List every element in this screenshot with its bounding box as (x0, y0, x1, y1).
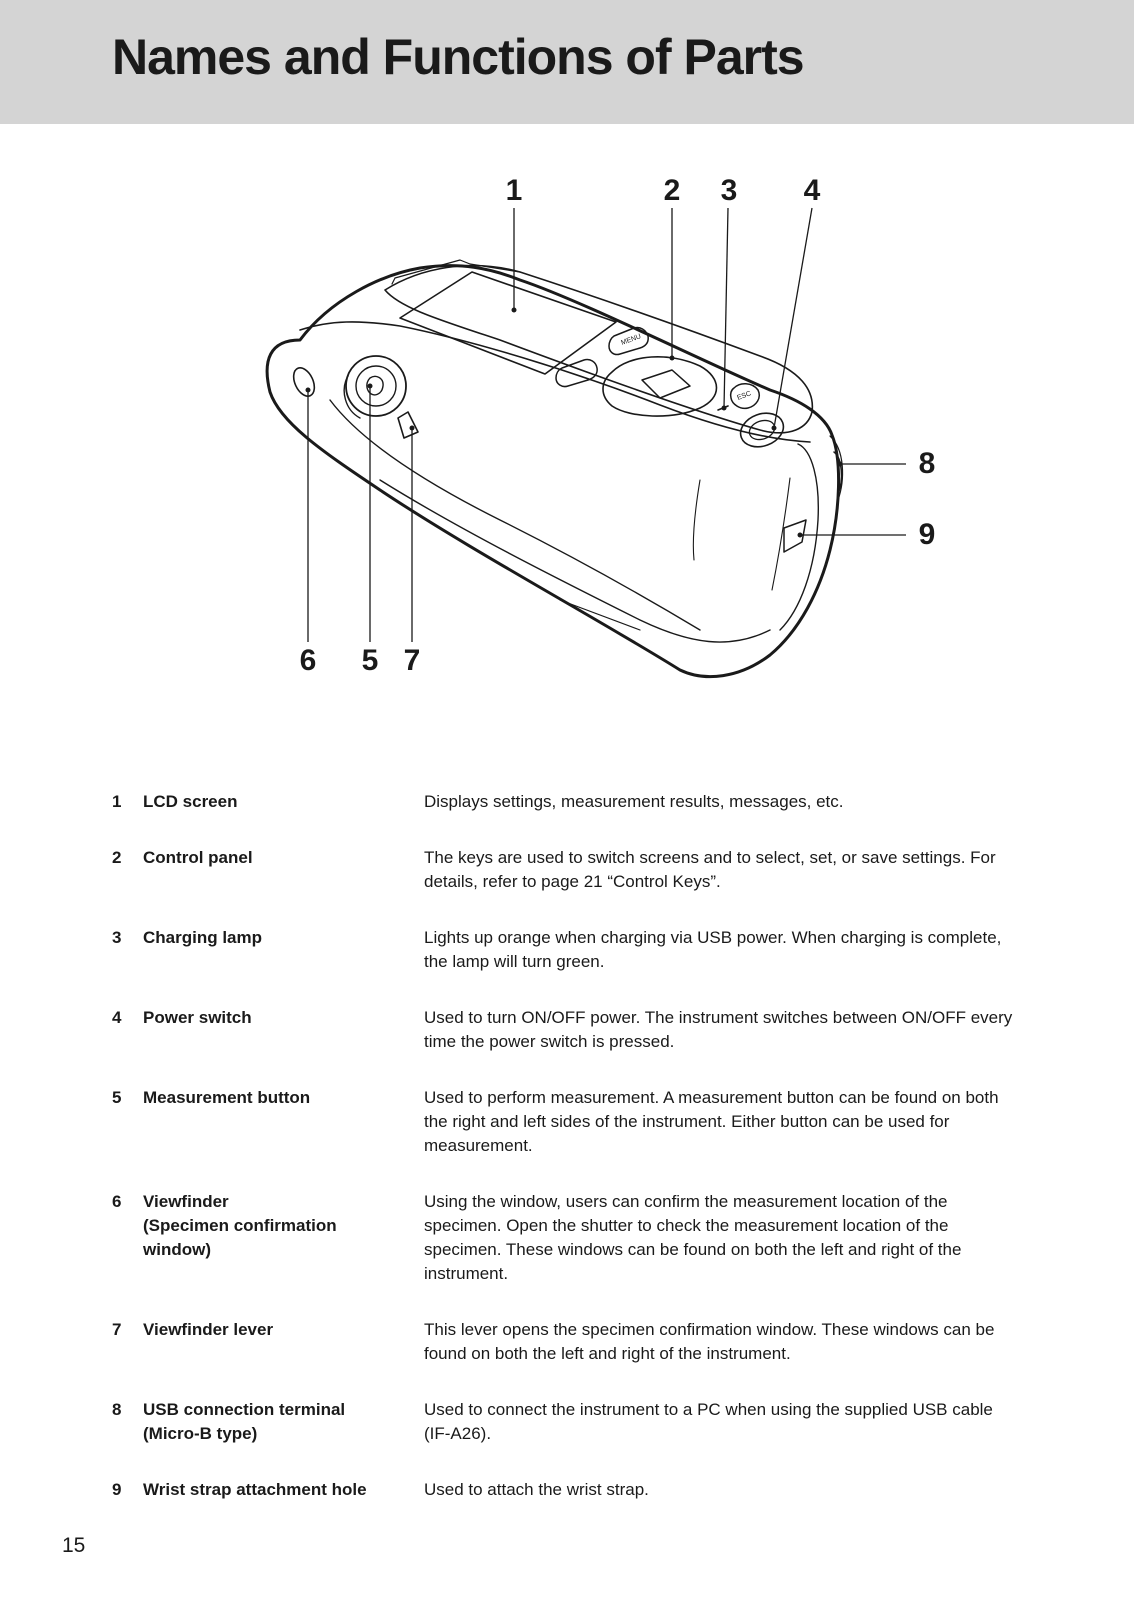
page-number: 15 (62, 1534, 86, 1557)
esc-key (729, 383, 760, 410)
part-number: 1 (112, 792, 122, 811)
part-description: Used to attach the wrist strap. (424, 1480, 649, 1499)
lower-band-2 (379, 479, 771, 643)
part-name: Viewfinder (Specimen confirmation window… (143, 1192, 337, 1259)
dpad-outer (602, 356, 718, 417)
callout-4: 4 (803, 174, 821, 207)
page-title: Names and Functions of Parts (112, 29, 805, 85)
base-line (559, 599, 641, 631)
body-crease-right (771, 477, 791, 591)
measurement-button-inner (355, 365, 397, 407)
part-number: 9 (112, 1480, 122, 1499)
instrument-diagram: MENU ESC 1 2 3 4 5 6 7 8 9 (0, 160, 1134, 720)
viewfinder-window (292, 367, 316, 397)
top-surface-edge (299, 321, 811, 443)
part-number: 3 (112, 928, 122, 947)
part-number: 5 (112, 1088, 122, 1107)
part-name: Wrist strap attachment hole (143, 1480, 367, 1499)
part-number: 2 (112, 848, 122, 867)
menu-key-label: MENU (620, 333, 642, 347)
callout-3: 3 (720, 174, 738, 207)
lcd-screen-shape (399, 271, 617, 375)
part-number: 4 (112, 1008, 122, 1027)
part-name: Measurement button (143, 1088, 311, 1107)
right-end-cap-edge (829, 435, 844, 501)
part-name: LCD screen (143, 792, 238, 811)
header-band: Names and Functions of Parts (0, 0, 1134, 124)
dpad-center (641, 369, 691, 399)
callout-2: 2 (663, 174, 681, 207)
callout-9: 9 (918, 518, 936, 551)
part-description: This lever opens the specimen confirmati… (424, 1320, 995, 1363)
part-description: Displays settings, measurement results, … (424, 792, 844, 811)
callout-1: 1 (505, 174, 523, 207)
menu-key (608, 326, 649, 356)
right-end-cap (779, 443, 820, 631)
part-description: Used to turn ON/OFF power. The instrumen… (424, 1008, 1013, 1051)
part-number: 8 (112, 1400, 122, 1419)
leader-line-4 (773, 207, 813, 429)
esc-key-label: ESC (736, 390, 752, 402)
measurement-button-outer (345, 355, 407, 417)
instrument-illustration: MENU ESC (265, 207, 906, 679)
instrument-body-outline (265, 264, 841, 679)
left-key (555, 358, 598, 388)
viewfinder-lever-shape (397, 411, 419, 439)
callout-5: 5 (361, 644, 379, 677)
measurement-button-ring (343, 375, 361, 419)
callout-8: 8 (918, 447, 936, 480)
part-name: USB connection terminal (Micro-B type) (143, 1400, 346, 1443)
part-description: Used to connect the instrument to a PC w… (424, 1400, 993, 1443)
part-name: Viewfinder lever (143, 1320, 274, 1339)
part-name: Control panel (143, 848, 253, 867)
part-number: 6 (112, 1192, 122, 1211)
part-name: Power switch (143, 1008, 252, 1027)
body-crease-left (692, 479, 701, 561)
usb-terminal-shape (833, 451, 843, 495)
lower-band (329, 399, 701, 631)
part-description: Lights up orange when charging via USB p… (424, 928, 1002, 971)
part-number: 7 (112, 1320, 122, 1339)
part-description: Using the window, users can confirm the … (424, 1192, 962, 1283)
callout-7: 7 (403, 644, 421, 677)
part-description: The keys are used to switch screens and … (424, 848, 996, 891)
callout-6: 6 (299, 644, 317, 677)
part-description: Used to perform measurement. A measureme… (424, 1088, 999, 1155)
power-switch-outer (739, 412, 785, 448)
measurement-button-symbol (366, 375, 384, 396)
leader-line-3 (723, 207, 729, 409)
wrist-strap-hole-shape (783, 519, 807, 553)
part-name: Charging lamp (143, 928, 263, 947)
top-panel-rim (391, 259, 521, 285)
